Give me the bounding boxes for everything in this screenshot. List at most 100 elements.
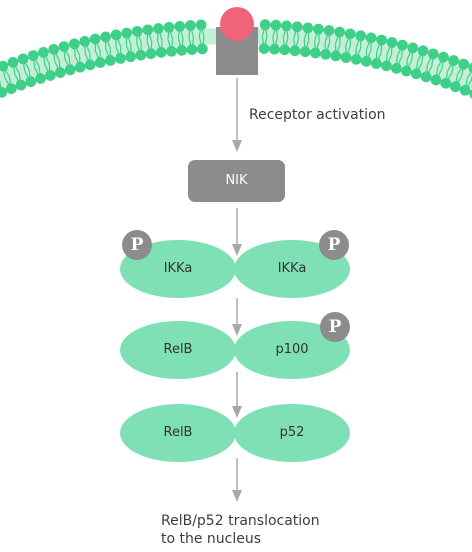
phospho-circle-ikka-right [319,230,349,260]
translocation-label-line1: RelB/p52 translocation [161,513,320,529]
p100-ellipse [234,321,350,379]
lipid-head [258,43,270,55]
lipid-head [145,48,157,60]
lipid-head [391,62,402,74]
lipid-head [142,24,154,36]
lipid-head [110,29,122,41]
lipid-head [299,46,311,58]
phospho-circle-ikka-left [122,230,152,260]
lipid-head [407,42,419,54]
lipid-head [310,47,321,59]
lipid-head [458,58,470,70]
lipid-head [163,21,175,33]
lipid-head [360,55,372,67]
relb-ellipse-2 [120,404,236,462]
lipid-head [438,51,449,63]
lipid-head [7,57,19,68]
lipid-head [27,50,39,62]
phospho-circle-p100 [320,312,350,342]
p52-label: p52 [279,425,305,440]
lipid-head [340,52,352,63]
lipid-head [196,43,208,55]
lipid-head [417,45,429,57]
lipid-head [38,47,49,58]
lipid-head [320,48,332,60]
lipid-head [35,73,46,84]
lipid-head [25,76,37,88]
ikka-left-ellipse [120,240,236,298]
lipid-head [376,34,388,46]
lipid-head [195,19,207,31]
lipid-head [330,50,342,62]
lipid-head [48,44,60,55]
ikka-left-label: IKKa [163,261,193,276]
lipid-head [381,60,392,72]
lipid-head [430,74,442,86]
lipid-head [176,44,188,56]
lipid-head [125,51,137,63]
lipid-head [420,71,432,83]
lipid-head [259,19,271,31]
lipid-head [269,43,280,55]
lipid-head [104,55,116,66]
lipid-head [397,39,408,51]
lipid-head [0,60,9,72]
lipid-head [427,48,439,60]
lipid-head [365,32,377,44]
lipid-head [400,65,412,77]
lipid-head [355,30,367,42]
nik-label: NIK [225,173,248,188]
lipid-head [155,46,167,58]
lipid-head [0,86,8,98]
lipid-head [68,38,80,50]
ikka-right-label: IKKa [277,261,307,276]
lipid-head [153,23,164,34]
relb-label-2: RelB [163,425,193,440]
lipid-head [350,53,362,65]
phospho-label-p100: P [328,317,342,337]
lipid-head [174,20,186,32]
lipid-head [17,53,29,65]
lipid-head [323,25,335,36]
nik-box [188,160,285,202]
lipid-head [5,83,17,95]
lipid-head [44,70,56,81]
lipid-head [313,23,324,35]
lipid-head [64,64,76,76]
lipid-head [469,89,472,99]
lipid-tail [466,69,472,79]
relb-label-1: RelB [163,342,193,357]
ligand [220,7,254,41]
lipid-head [58,41,70,52]
relb-ellipse-1 [120,321,236,379]
lipid-head [74,61,86,73]
lipid-head [334,26,346,38]
lipid-head [459,84,471,96]
lipid-head [440,77,452,89]
lipid-head [302,22,314,34]
lipid-head [448,55,459,66]
lipid-head [115,53,126,64]
lipid-head [184,20,196,31]
phospho-label-ikka-right: P [327,235,341,255]
lipid-head [370,58,382,69]
p100-label: p100 [275,342,309,357]
lipid-head [291,21,303,33]
lipid-head [166,45,177,57]
lipid-head [279,44,291,56]
phospho-label-ikka-left: P [130,235,144,255]
lipid-head [450,81,461,93]
ikka-right-ellipse [234,240,350,298]
p52-ellipse [234,404,350,462]
lipid-head [344,28,356,40]
lipid-head [15,79,27,91]
lipid-head [121,27,133,39]
lipid-head [410,68,422,80]
lipid-head [386,37,398,48]
lipid-head [54,67,66,78]
lipid-head [100,31,112,43]
lipid-head [270,19,282,31]
lipid-head [289,45,301,57]
lipid-head [281,20,292,32]
